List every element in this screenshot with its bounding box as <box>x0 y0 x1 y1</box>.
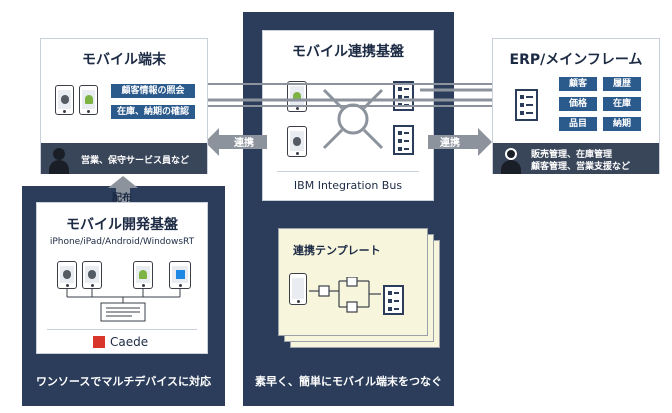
erp-tag-customer: 顧客 <box>559 77 597 91</box>
operator-body-icon <box>501 160 521 174</box>
tablet-apple <box>57 261 77 289</box>
apple-icon <box>88 270 96 279</box>
tablet-windows <box>169 261 191 289</box>
erp-caption-line-2: 顧客管理、営業支援など <box>531 162 631 172</box>
user-caption-bar: 営業、保守サービス員など <box>41 143 207 174</box>
user-caption: 営業、保守サービス員など <box>81 156 190 166</box>
distribute-label: 配布 <box>112 193 132 204</box>
platform-title: モバイル連携基盤 <box>292 44 404 60</box>
mobile-terminal-card: モバイル端末 顧客情報の照会 在庫、納期の確認 営業、保守サービス員など <box>40 38 208 174</box>
android-icon <box>84 95 93 104</box>
phone-apple <box>287 126 307 157</box>
platforms-list: iPhone/iPad/Android/WindowsRT <box>49 237 195 247</box>
phone-android <box>133 261 153 289</box>
erp-caption-line-1: 販売管理、在庫管理 <box>531 150 613 160</box>
document-icon <box>515 89 538 121</box>
erp-tag-history: 履歴 <box>603 77 641 91</box>
caede-logo: Caede <box>93 334 148 350</box>
template-card: 連携テンプレート <box>278 228 428 336</box>
divider <box>277 171 419 172</box>
divider <box>47 329 197 330</box>
erp-card: ERP/メインフレーム 顧客 履歴 価格 在庫 品目 納期 販売管理、在庫管理 … <box>492 38 660 174</box>
tag-customer-lookup: 顧客情報の照会 <box>111 84 195 98</box>
erp-tag-price: 価格 <box>559 97 597 111</box>
flow-diagram-icon <box>309 277 381 313</box>
erp-title: ERP/メインフレーム <box>509 52 643 68</box>
dev-platform-title: モバイル開発基盤 <box>66 217 178 233</box>
dev-platform-card: モバイル開発基盤 iPhone/iPad/Android/WindowsRT C… <box>36 202 208 354</box>
document-icon <box>383 285 404 315</box>
distribute-arrow <box>108 176 138 204</box>
dev-platform-footer: ワンソースでマルチデバイスに対応 <box>35 375 212 388</box>
erp-caption-bar: 販売管理、在庫管理 顧客管理、営業支援など <box>493 143 659 174</box>
right-arrow <box>428 128 492 156</box>
phone-apple <box>55 85 74 115</box>
apple-icon <box>63 270 71 279</box>
apple-icon <box>60 95 69 104</box>
mobile-terminal-title: モバイル端末 <box>82 52 166 68</box>
tree-connector <box>66 289 181 322</box>
phone-android <box>79 85 98 115</box>
platform-footer: 素早く、簡単にモバイル端末をつなぐ <box>255 375 442 388</box>
phone-icon <box>289 273 307 305</box>
tag-stock-check: 在庫、納期の確認 <box>111 105 195 119</box>
left-arrow-label: 連携 <box>234 138 254 149</box>
android-icon <box>139 270 147 279</box>
caede-brand: Caede <box>110 335 149 349</box>
user-icon <box>53 148 65 160</box>
left-arrow <box>205 128 267 156</box>
caede-logo-icon <box>93 336 105 348</box>
document-icon <box>393 81 414 111</box>
android-icon <box>293 91 301 101</box>
windows-icon <box>175 270 185 279</box>
erp-tag-delivery: 納期 <box>603 117 641 131</box>
template-title: 連携テンプレート <box>293 244 381 257</box>
user-body-icon <box>49 160 69 174</box>
phone-apple <box>82 261 102 289</box>
operator-icon <box>505 148 517 160</box>
erp-tag-item: 品目 <box>559 117 597 131</box>
erp-tag-stock: 在庫 <box>603 97 641 111</box>
apple-icon <box>293 136 301 146</box>
document-icon <box>393 125 414 155</box>
right-arrow-label: 連携 <box>440 138 460 149</box>
product-name: IBM Integration Bus <box>293 179 403 192</box>
platform-card: モバイル連携基盤 IBM Integration Bus <box>262 30 434 201</box>
